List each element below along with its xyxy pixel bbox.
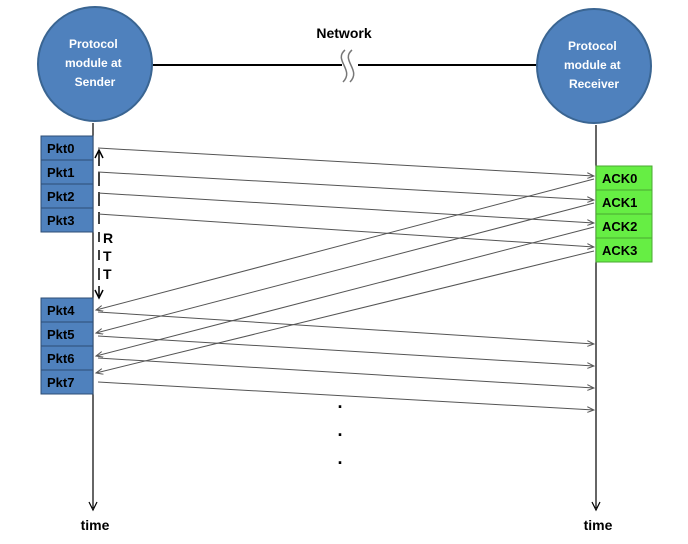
ellipsis-dot-2: . bbox=[337, 420, 342, 440]
packet-box-pkt5 bbox=[40, 321, 94, 347]
arrow-pkt6 bbox=[97, 357, 594, 388]
packet-box-pkt1 bbox=[40, 159, 94, 185]
receiver-module: Protocol module at Receiver bbox=[536, 8, 652, 124]
receiver-time-label: time bbox=[584, 517, 613, 533]
packet-box-pkt4 bbox=[40, 297, 94, 323]
ack-box-ack3 bbox=[595, 237, 653, 263]
arrow-ack0 bbox=[96, 178, 595, 310]
packet-label-pkt5: Pkt5 bbox=[47, 327, 74, 342]
sender-time-label: time bbox=[81, 517, 110, 533]
receiver-timeline-arrowhead bbox=[591, 501, 601, 512]
ack-label-ack2: ACK2 bbox=[602, 219, 637, 234]
receiver-line-2: module at bbox=[564, 58, 621, 72]
message-arrows bbox=[96, 147, 595, 410]
packet-box-pkt3 bbox=[40, 207, 94, 233]
ack-box-ack2 bbox=[595, 213, 653, 239]
packet-box-pkt7 bbox=[40, 369, 94, 395]
packet-label-pkt1: Pkt1 bbox=[47, 165, 74, 180]
packet-label-pkt3: Pkt3 bbox=[47, 213, 74, 228]
arrow-pkt2 bbox=[97, 192, 594, 223]
ack-label-ack3: ACK3 bbox=[602, 243, 637, 258]
packet-label-pkt4: Pkt4 bbox=[47, 303, 75, 318]
arrow-ack3 bbox=[96, 250, 595, 373]
rtt-marker: R T T bbox=[94, 148, 113, 300]
packet-batch-2: Pkt4 Pkt5 Pkt6 Pkt7 bbox=[40, 297, 94, 395]
packet-label-pkt0: Pkt0 bbox=[47, 141, 74, 156]
sender-module: Protocol module at Sender bbox=[37, 6, 153, 122]
ellipsis-dot-3: . bbox=[337, 448, 342, 468]
packet-batch-1: Pkt0 Pkt1 Pkt2 Pkt3 bbox=[40, 135, 94, 233]
rtt-letter-t2: T bbox=[103, 266, 112, 282]
packet-label-pkt2: Pkt2 bbox=[47, 189, 74, 204]
arrow-ack2 bbox=[96, 226, 595, 356]
sender-timeline-arrowhead bbox=[88, 501, 98, 512]
receiver-label: Protocol module at Receiver bbox=[564, 39, 624, 91]
arrow-ack1 bbox=[96, 202, 595, 333]
packet-label-pkt7: Pkt7 bbox=[47, 375, 74, 390]
sender-line-1: Protocol bbox=[69, 37, 118, 51]
packet-box-pkt2 bbox=[40, 183, 94, 209]
network-break-icon bbox=[340, 49, 355, 83]
rtt-letter-t1: T bbox=[103, 248, 112, 264]
ack-label-ack1: ACK1 bbox=[602, 195, 637, 210]
arrow-pkt7 bbox=[97, 381, 594, 410]
sender-circle bbox=[37, 6, 153, 122]
sender-label: Protocol module at Sender bbox=[65, 37, 125, 89]
rtt-arrow-bottom-icon bbox=[94, 289, 104, 300]
receiver-circle bbox=[536, 8, 652, 124]
packet-label-pkt6: Pkt6 bbox=[47, 351, 74, 366]
rtt-letter-r: R bbox=[103, 230, 113, 246]
ellipsis-dot-1: . bbox=[337, 392, 342, 412]
sender-line-3: Sender bbox=[75, 75, 116, 89]
ack-batch: ACK0 ACK1 ACK2 ACK3 bbox=[595, 165, 653, 263]
rtt-arrow-top-icon bbox=[94, 148, 104, 159]
ack-box-ack0 bbox=[595, 165, 653, 191]
receiver-line-1: Protocol bbox=[568, 39, 617, 53]
packet-box-pkt6 bbox=[40, 345, 94, 371]
arrow-pkt0 bbox=[97, 147, 594, 176]
sender-line-2: module at bbox=[65, 56, 122, 70]
ack-label-ack0: ACK0 bbox=[602, 171, 637, 186]
arrow-pkt4 bbox=[97, 311, 594, 344]
receiver-line-3: Receiver bbox=[569, 77, 619, 91]
network-label: Network bbox=[316, 25, 371, 41]
arrow-pkt3 bbox=[97, 213, 594, 247]
arrow-pkt5 bbox=[97, 335, 594, 366]
arrow-pkt1 bbox=[97, 171, 594, 200]
